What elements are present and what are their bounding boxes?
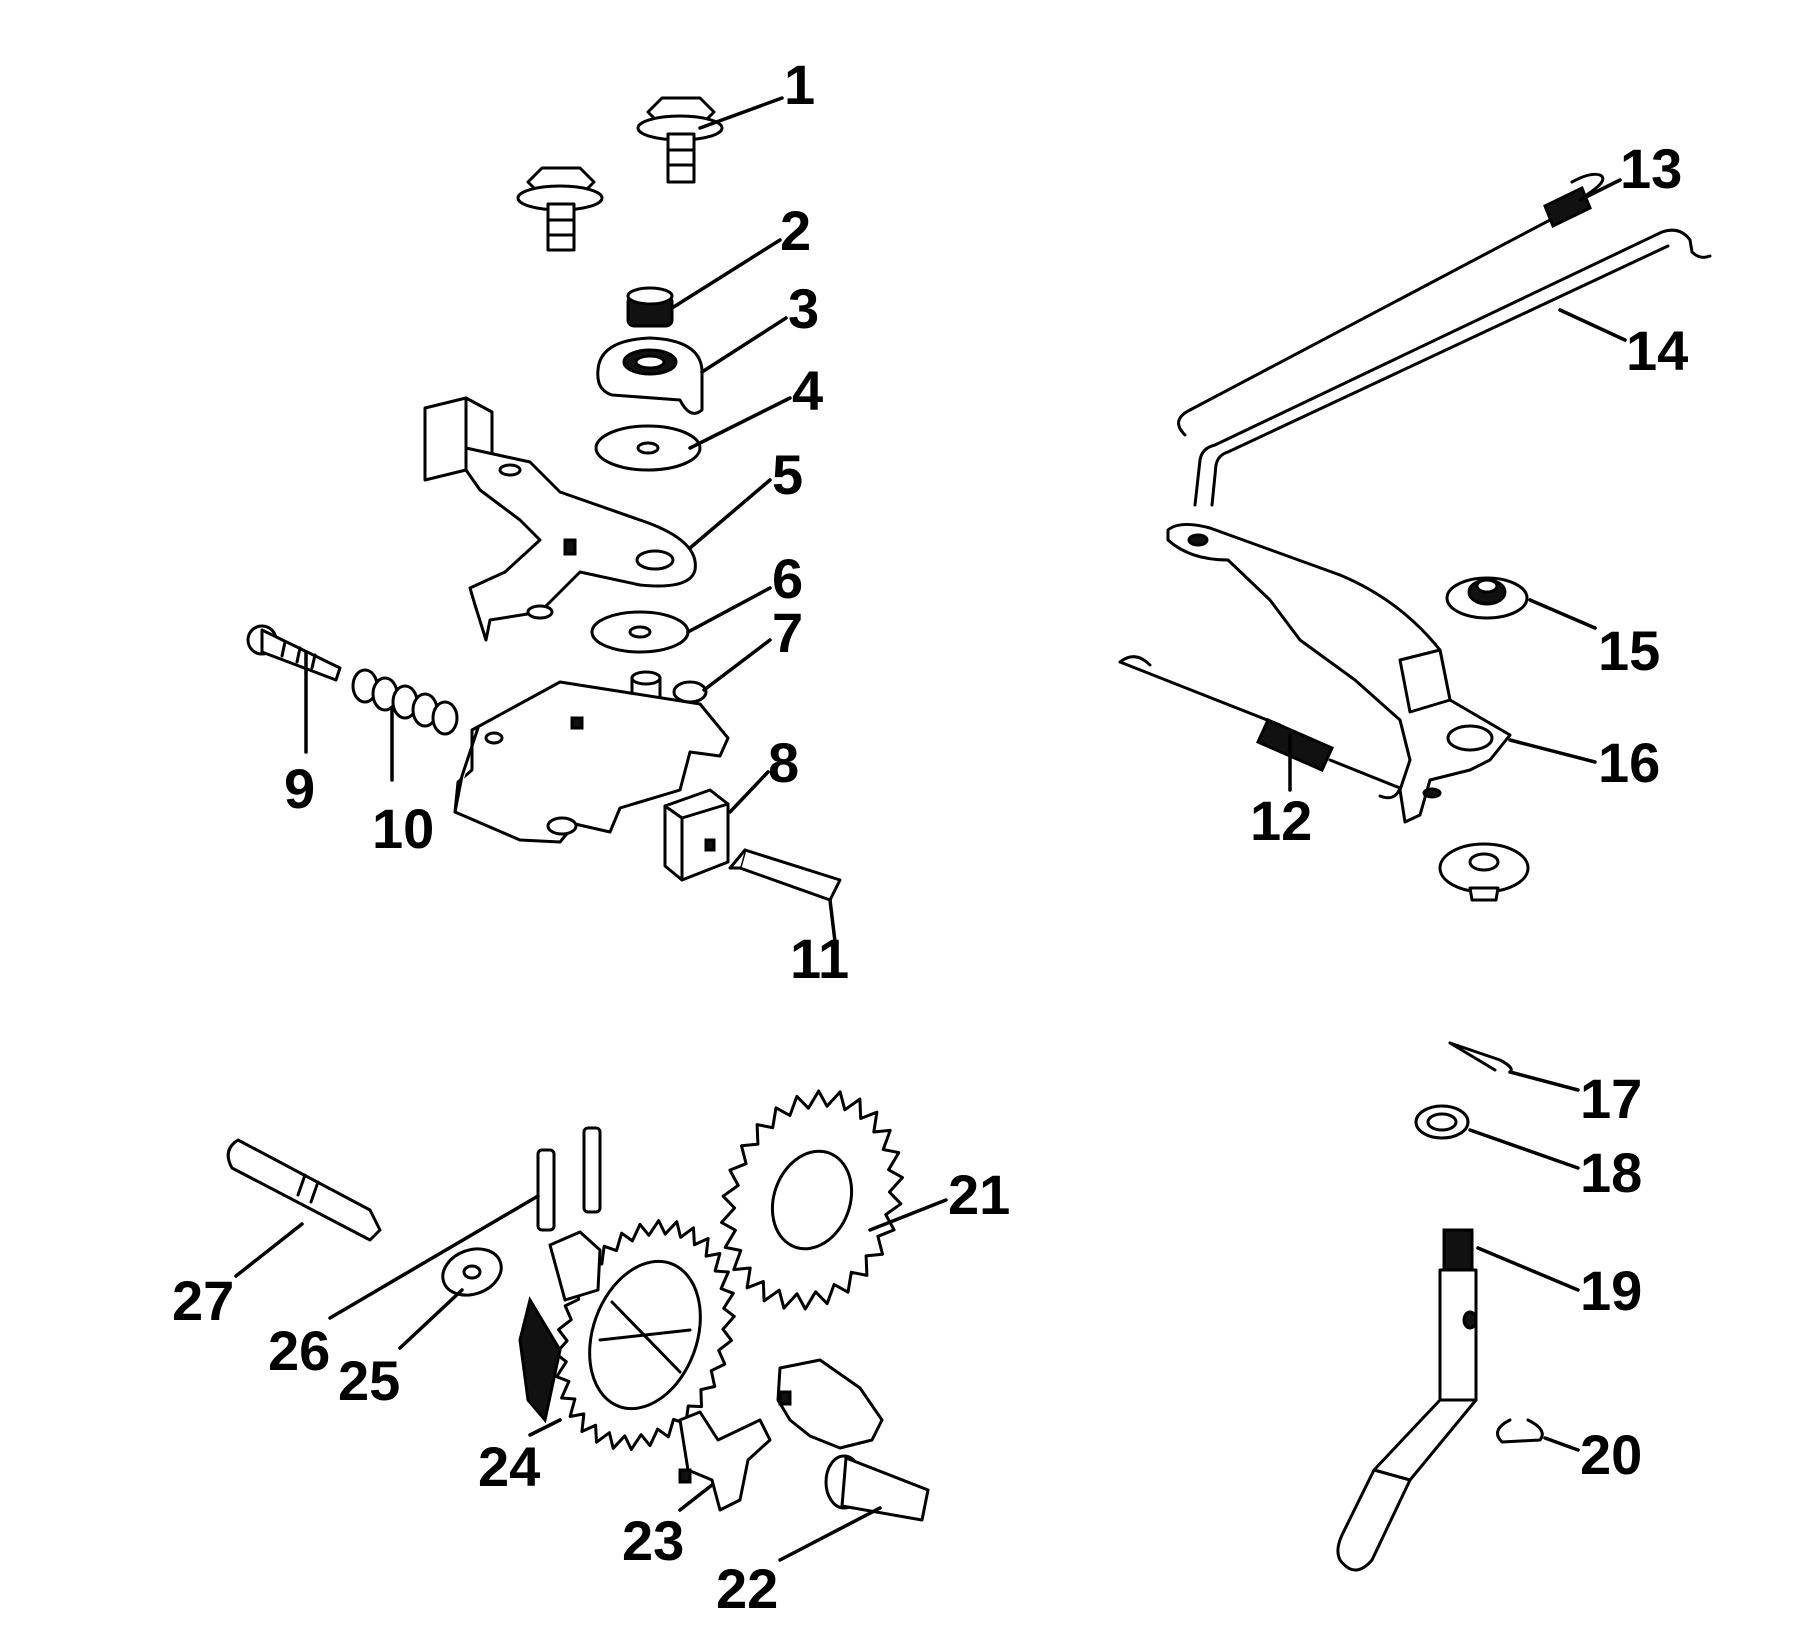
clip-part-20	[1496, 1418, 1544, 1444]
callout-23: 23	[622, 1509, 684, 1572]
clip-part-11	[728, 848, 842, 902]
washer-part-25	[441, 1247, 503, 1297]
fork-part-23	[678, 1410, 772, 1512]
nut-lower	[1438, 842, 1530, 902]
callout-21: 21	[948, 1163, 1010, 1226]
bolt-part-1b	[516, 166, 604, 252]
callout-4: 4	[792, 359, 823, 422]
pin-part-27	[226, 1138, 382, 1242]
leader-lines	[234, 96, 1627, 1562]
callout-20: 20	[1580, 1423, 1642, 1486]
spring-part-13	[1177, 172, 1605, 437]
callout-24: 24	[478, 1435, 540, 1498]
washer-part-6	[590, 610, 690, 654]
callout-13: 13	[1620, 137, 1682, 200]
screw-part-9	[246, 624, 342, 682]
callout-15: 15	[1598, 619, 1660, 682]
callout-25: 25	[338, 1349, 400, 1412]
sprocket-part-21	[720, 1089, 904, 1311]
bolt-part-1	[636, 96, 724, 184]
callout-numbers: 1 2 3 4 5 6 7 8 9 10 11 12 13 14 15 16 1…	[172, 53, 1688, 1620]
callout-18: 18	[1580, 1141, 1642, 1204]
callout-7: 7	[772, 601, 803, 664]
callout-8: 8	[768, 731, 799, 794]
pin-part-17	[1448, 1041, 1513, 1074]
control-lever-part-5	[423, 396, 697, 642]
callout-22: 22	[716, 1557, 778, 1620]
bushing-part-3	[596, 336, 704, 415]
callout-12: 12	[1250, 789, 1312, 852]
callout-14: 14	[1626, 319, 1688, 382]
callout-2: 2	[780, 199, 811, 262]
washer-part-18	[1414, 1104, 1470, 1140]
washer-part-4	[594, 424, 702, 472]
key-part-26	[536, 1126, 602, 1232]
callout-1: 1	[784, 53, 815, 116]
spring-part-10	[351, 668, 459, 736]
spring-part-12	[1118, 655, 1402, 800]
callout-3: 3	[788, 277, 819, 340]
callout-9: 9	[284, 757, 315, 820]
callout-26: 26	[268, 1319, 330, 1382]
rod-part-14	[1193, 228, 1712, 507]
gear-part-24	[518, 1219, 736, 1451]
callout-17: 17	[1580, 1067, 1642, 1130]
handle-shaft-part-19	[1336, 1228, 1478, 1572]
callout-6: 6	[772, 547, 803, 610]
shaft-part-22	[824, 1454, 930, 1522]
control-bracket	[453, 680, 730, 844]
callout-5: 5	[772, 443, 803, 506]
lever-part-16	[1166, 523, 1512, 824]
nut-part-15	[1445, 576, 1529, 620]
callout-11: 11	[790, 927, 849, 990]
callout-19: 19	[1580, 1259, 1642, 1322]
block-part-8	[663, 788, 730, 882]
callout-16: 16	[1598, 731, 1660, 794]
callout-10: 10	[372, 797, 434, 860]
bracket-part	[776, 1358, 884, 1450]
callout-27: 27	[172, 1269, 234, 1332]
nut-part-2	[626, 286, 674, 328]
